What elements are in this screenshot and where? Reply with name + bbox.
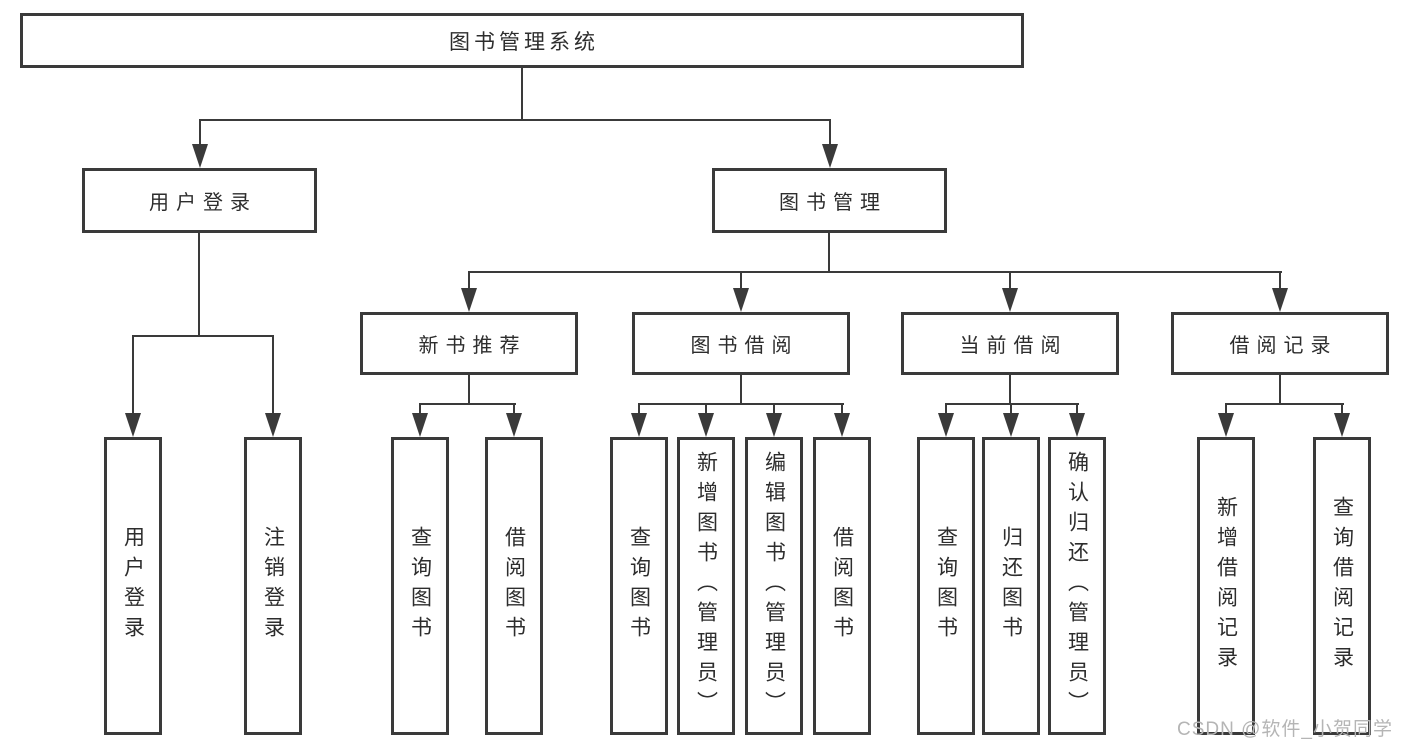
arrow-down-icon xyxy=(192,144,208,168)
leaf-label: 借阅图书 xyxy=(502,526,526,646)
leaf-recommend-borrow-books: 借阅图书 xyxy=(485,437,543,735)
connector-line xyxy=(829,119,831,147)
connector-line xyxy=(521,68,523,120)
connector-line xyxy=(1225,403,1344,405)
arrow-down-icon xyxy=(412,413,428,437)
leaf-label: 新增图书（管理员） xyxy=(694,451,718,721)
node-label: 图书管理 xyxy=(779,192,887,214)
node-label: 图书管理系统 xyxy=(449,30,599,54)
leaf-label: 编辑图书（管理员） xyxy=(762,451,786,721)
connector-line xyxy=(1009,271,1011,289)
connector-line xyxy=(1341,403,1343,415)
leaf-borrowing-query-books: 查询图书 xyxy=(610,437,668,735)
connector-line xyxy=(1225,403,1227,415)
arrow-down-icon xyxy=(698,413,714,437)
connector-line xyxy=(468,271,1282,273)
leaf-label: 查询图书 xyxy=(408,526,432,646)
leaf-label: 新增借阅记录 xyxy=(1214,496,1238,676)
leaf-label: 查询图书 xyxy=(627,526,651,646)
arrow-down-icon xyxy=(834,413,850,437)
node-library-management-system: 图书管理系统 xyxy=(20,13,1024,68)
connector-line xyxy=(1279,375,1281,405)
node-label: 用户登录 xyxy=(149,192,257,214)
leaf-logout: 注销登录 xyxy=(244,437,302,735)
connector-line xyxy=(1010,403,1012,415)
connector-line xyxy=(841,403,843,415)
leaf-user-login: 用户登录 xyxy=(104,437,162,735)
connector-line xyxy=(945,403,1079,405)
connector-line xyxy=(272,335,274,415)
arrow-down-icon xyxy=(733,288,749,312)
node-book-borrowing: 图书借阅 xyxy=(632,312,850,375)
arrow-down-icon xyxy=(631,413,647,437)
node-label: 图书借阅 xyxy=(690,335,799,357)
leaf-current-query-books: 查询图书 xyxy=(917,437,975,735)
connector-line xyxy=(198,233,200,337)
arrow-down-icon xyxy=(1272,288,1288,312)
node-label: 当前借阅 xyxy=(959,335,1068,357)
connector-line xyxy=(1279,271,1281,289)
connector-line xyxy=(638,403,844,405)
connector-line xyxy=(638,403,640,415)
arrow-down-icon xyxy=(766,413,782,437)
node-user-login: 用户登录 xyxy=(82,168,317,233)
connector-line xyxy=(132,335,134,415)
leaf-records-query-borrow-record: 查询借阅记录 xyxy=(1313,437,1371,735)
arrow-down-icon xyxy=(938,413,954,437)
connector-line xyxy=(1076,403,1078,415)
leaf-records-add-borrow-record: 新增借阅记录 xyxy=(1197,437,1255,735)
connector-line xyxy=(468,271,470,289)
arrow-down-icon xyxy=(461,288,477,312)
connector-line xyxy=(468,375,470,405)
arrow-down-icon xyxy=(1218,413,1234,437)
node-current-borrowing: 当前借阅 xyxy=(901,312,1119,375)
node-book-management: 图书管理 xyxy=(712,168,947,233)
connector-line xyxy=(199,119,201,147)
leaf-label: 注销登录 xyxy=(261,526,285,646)
leaf-recommend-query-books: 查询图书 xyxy=(391,437,449,735)
connector-line xyxy=(945,403,947,415)
leaf-label: 查询借阅记录 xyxy=(1330,496,1354,676)
leaf-label: 借阅图书 xyxy=(830,526,854,646)
connector-line xyxy=(740,375,742,405)
connector-line xyxy=(199,119,831,121)
leaf-current-return-books: 归还图书 xyxy=(982,437,1040,735)
leaf-borrowing-borrow-books: 借阅图书 xyxy=(813,437,871,735)
leaf-borrowing-add-books-admin: 新增图书（管理员） xyxy=(677,437,735,735)
leaf-label: 查询图书 xyxy=(934,526,958,646)
arrow-down-icon xyxy=(1069,413,1085,437)
node-label: 新书推荐 xyxy=(418,335,527,357)
node-new-book-recommendation: 新书推荐 xyxy=(360,312,578,375)
csdn-watermark: CSDN @软件_小贺同学 xyxy=(1177,719,1393,740)
arrow-down-icon xyxy=(265,413,281,437)
arrow-down-icon xyxy=(1334,413,1350,437)
connector-line xyxy=(773,403,775,415)
node-borrowing-records: 借阅记录 xyxy=(1171,312,1389,375)
connector-line xyxy=(132,335,274,337)
arrow-down-icon xyxy=(1003,413,1019,437)
connector-line xyxy=(513,403,515,415)
arrow-down-icon xyxy=(822,144,838,168)
leaf-current-confirm-return-admin: 确认归还（管理员） xyxy=(1048,437,1106,735)
arrow-down-icon xyxy=(125,413,141,437)
leaf-label: 用户登录 xyxy=(121,526,145,646)
arrow-down-icon xyxy=(506,413,522,437)
connector-line xyxy=(740,271,742,289)
connector-line xyxy=(705,403,707,415)
leaf-label: 归还图书 xyxy=(999,526,1023,646)
connector-line xyxy=(419,403,421,415)
node-label: 借阅记录 xyxy=(1229,335,1338,357)
connector-line xyxy=(1009,375,1011,405)
leaf-label: 确认归还（管理员） xyxy=(1065,451,1089,721)
arrow-down-icon xyxy=(1002,288,1018,312)
connector-line xyxy=(419,403,516,405)
leaf-borrowing-edit-books-admin: 编辑图书（管理员） xyxy=(745,437,803,735)
connector-line xyxy=(828,233,830,273)
